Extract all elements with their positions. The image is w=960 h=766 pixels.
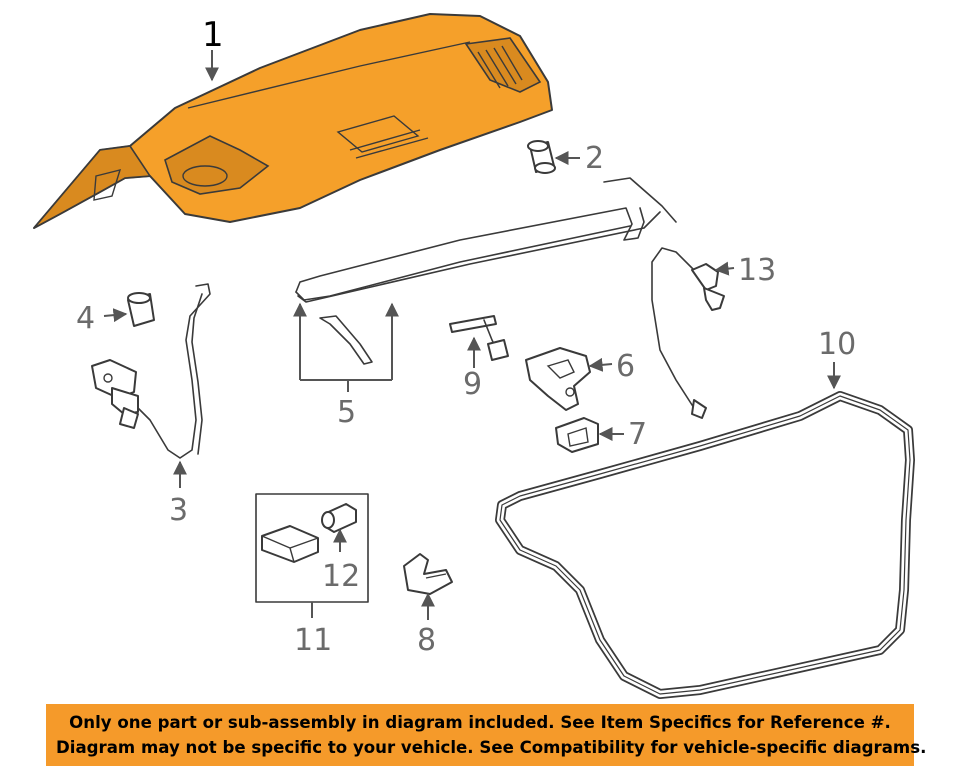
callout-5: 5 xyxy=(337,395,356,430)
latch-part xyxy=(525,347,591,411)
parts-diagram: 1 2 5 13 4 3 xyxy=(33,13,915,699)
disclaimer-banner: Only one part or sub-assembly in diagram… xyxy=(46,704,927,766)
callout-3: 3 xyxy=(169,493,188,528)
callout-7: 7 xyxy=(628,417,647,452)
callout-9: 9 xyxy=(463,367,482,402)
callout-13: 13 xyxy=(738,253,776,288)
bumper-part xyxy=(127,292,155,327)
callout-11: 11 xyxy=(294,623,332,658)
lock-cylinder-kit-part xyxy=(255,493,369,603)
hinge-part xyxy=(91,283,211,459)
release-cable-part xyxy=(651,247,725,419)
callout-12: 12 xyxy=(322,559,360,594)
disclaimer-line-2: Diagram may not be specific to your vehi… xyxy=(56,738,927,757)
callout-8: 8 xyxy=(417,623,436,658)
callout-10: 10 xyxy=(818,327,856,362)
callout-4: 4 xyxy=(76,301,95,336)
callout-1: 1 xyxy=(202,15,224,55)
torsion-rod-part xyxy=(295,177,677,365)
callout-6: 6 xyxy=(616,349,635,384)
weatherstrip-seal-part xyxy=(495,391,915,699)
bump-stop-part xyxy=(527,140,556,174)
harness-connector-part xyxy=(449,315,509,361)
disclaimer-line-1: Only one part or sub-assembly in diagram… xyxy=(69,713,891,732)
callout-2: 2 xyxy=(585,141,604,176)
trunk-lid-part xyxy=(33,13,553,229)
striker-part xyxy=(555,417,599,453)
release-switch-part xyxy=(403,553,453,595)
